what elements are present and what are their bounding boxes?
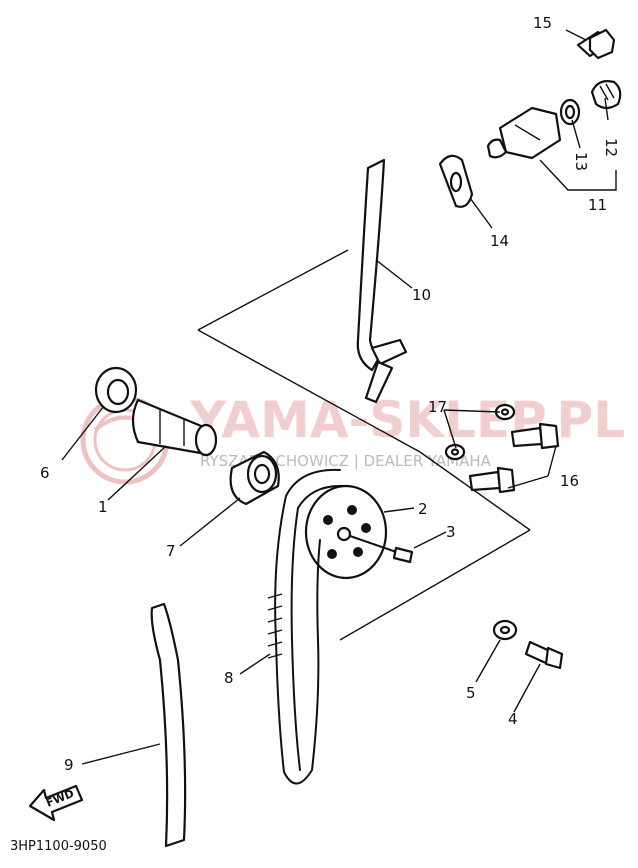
callout-1: 1 [98, 498, 108, 516]
callout-6: 6 [40, 464, 50, 482]
callout-10: 10 [412, 286, 431, 304]
callout-7: 7 [166, 542, 176, 560]
leader-lines [61, 29, 617, 765]
callout-5: 5 [466, 684, 476, 702]
callout-16: 16 [560, 472, 579, 490]
part-1-camshaft [131, 398, 218, 457]
part-8-timing-chain [267, 468, 347, 785]
part-5-washer [492, 619, 518, 641]
callout-17: 17 [428, 398, 447, 416]
part-10-chain-guide [356, 158, 408, 404]
part-11-tensioner [486, 106, 562, 160]
callout-15: 15 [533, 14, 552, 32]
callout-11: 11 [588, 196, 607, 214]
part-13-washer [559, 98, 581, 126]
callout-3: 3 [446, 523, 456, 541]
part-15-bolt [576, 28, 616, 60]
callout-4: 4 [508, 710, 518, 728]
part-7-bearing [229, 450, 280, 506]
assembly-outline [197, 249, 531, 641]
callout-12: 12 [602, 138, 620, 157]
fwd-arrow: FWD [28, 784, 84, 822]
part-6-bearing [94, 366, 138, 414]
diagram-code: 3HP1100-9050 [10, 839, 107, 854]
watermark-text: YAMA-SKLEP.PL [189, 391, 625, 449]
part-4-bolt [524, 640, 564, 670]
part-16-bolts [468, 422, 560, 494]
part-9-chain-guide [150, 602, 187, 848]
part-2-cam-sprocket [304, 484, 388, 580]
callout-labels: 15 12 13 11 14 10 17 16 6 1 7 2 3 5 4 8 … [40, 14, 620, 774]
callout-8: 8 [224, 669, 234, 687]
callout-9: 9 [64, 756, 74, 774]
callout-2: 2 [418, 500, 428, 518]
callout-14: 14 [490, 232, 509, 250]
callout-13: 13 [572, 152, 590, 171]
part-14-gasket [438, 154, 474, 208]
part-3-pin [349, 535, 414, 564]
part-12-plug [590, 80, 622, 110]
